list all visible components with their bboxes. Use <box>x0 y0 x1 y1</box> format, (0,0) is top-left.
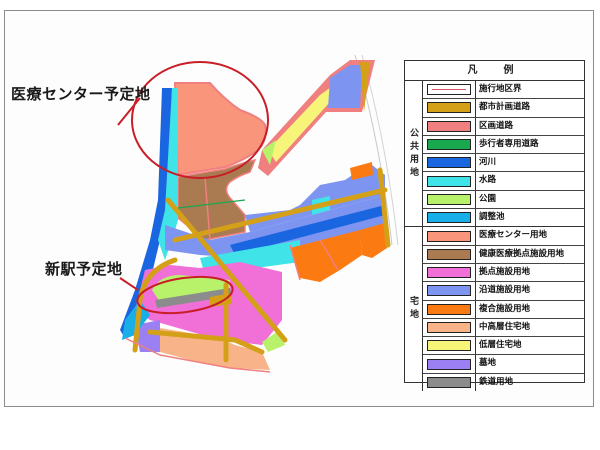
legend-item: 健康医療拠点施設用地 <box>423 245 584 264</box>
color-swatch-icon <box>427 157 471 169</box>
medical-center-circle <box>131 61 269 179</box>
legend-item-label: 拠点施設用地 <box>479 266 531 277</box>
legend-group: 宅地 医療センター用地健康医療拠点施設用地拠点施設用地沿道施設用地複合施設用地中高… <box>405 227 584 392</box>
legend-item: 公園 <box>423 190 584 210</box>
color-swatch-icon <box>427 376 471 388</box>
legend-item-label: 中高層住宅地 <box>479 321 531 332</box>
medical-center-callout: 医療センター予定地 <box>11 85 151 103</box>
color-swatch-icon <box>427 340 471 352</box>
legend-item: 中高層住宅地 <box>423 318 584 338</box>
railway-land <box>155 288 232 308</box>
legend-item: 調整池 <box>423 209 584 227</box>
legend-group-label: 宅地 <box>405 227 423 392</box>
legend-item: 医療センター用地 <box>423 227 584 246</box>
legend-item-label: 水路 <box>479 175 497 186</box>
legend-item-label: 医療センター用地 <box>479 230 548 241</box>
mixed-use-block <box>290 230 362 282</box>
color-swatch-icon <box>427 267 471 279</box>
color-swatch-icon <box>427 193 471 205</box>
legend-item: 水路 <box>423 172 584 191</box>
color-swatch-icon <box>427 230 471 242</box>
legend-item: 拠点施設用地 <box>423 263 584 283</box>
legend-item-label: 鉄道用地 <box>479 376 514 387</box>
legend-item-label: 健康医療拠点施設用地 <box>479 248 565 259</box>
legend-item-label: 沿道施設用地 <box>479 285 531 296</box>
legend-item: 河川 <box>423 154 584 173</box>
legend-item: 施行地区界 <box>423 81 584 100</box>
color-swatch-icon <box>427 322 471 333</box>
legend-item-label: 低層住宅地 <box>479 340 522 351</box>
color-swatch-icon <box>427 285 471 297</box>
legend-item: 歩行者専用道路 <box>423 135 584 155</box>
new-station-callout: 新駅予定地 <box>45 260 123 278</box>
legend-item: 低層住宅地 <box>423 337 584 356</box>
color-swatch-icon <box>427 358 471 370</box>
legend-item-label: 複合施設用地 <box>479 303 531 314</box>
legend-group-label: 公共用地 <box>405 81 423 227</box>
legend-group: 公共用地 施行地区界都市計画道路区画道路歩行者専用道路河川水路公園調整池 <box>405 81 584 228</box>
legend-item-label: 施行地区界 <box>479 84 522 94</box>
legend: 凡 例 公共用地 施行地区界都市計画道路区画道路歩行者専用道路河川水路公園調整池宅… <box>404 60 585 392</box>
medical-center-parcel <box>173 82 267 177</box>
legend-item: 鉄道用地 <box>423 373 584 392</box>
color-swatch-icon <box>427 102 471 114</box>
legend-item: 都市計画道路 <box>423 99 584 118</box>
legend-item-label: 都市計画道路 <box>479 102 531 113</box>
color-swatch-icon <box>427 120 471 132</box>
legend-item: 複合施設用地 <box>423 300 584 319</box>
legend-item: 墓地 <box>423 355 584 374</box>
boundary-line-swatch-icon <box>427 84 471 96</box>
legend-item-label: 河川 <box>479 157 497 168</box>
color-swatch-icon <box>427 175 471 187</box>
health-hub-parcel <box>177 158 257 241</box>
color-swatch-icon <box>427 139 471 151</box>
color-swatch-icon <box>427 212 471 224</box>
color-swatch-icon <box>427 303 471 315</box>
legend-item-label: 区画道路 <box>479 120 514 131</box>
color-swatch-icon <box>427 248 471 260</box>
legend-item: 区画道路 <box>423 117 584 136</box>
legend-item-label: 調整池 <box>479 212 505 223</box>
legend-item-label: 歩行者専用道路 <box>479 138 539 149</box>
legend-item-label: 公園 <box>479 193 497 204</box>
legend-item-label: 墓地 <box>479 358 497 369</box>
legend-item: 沿道施設用地 <box>423 282 584 301</box>
legend-title: 凡 例 <box>405 61 584 81</box>
mid-high-residential <box>160 328 270 370</box>
new-station-circle <box>136 275 234 315</box>
